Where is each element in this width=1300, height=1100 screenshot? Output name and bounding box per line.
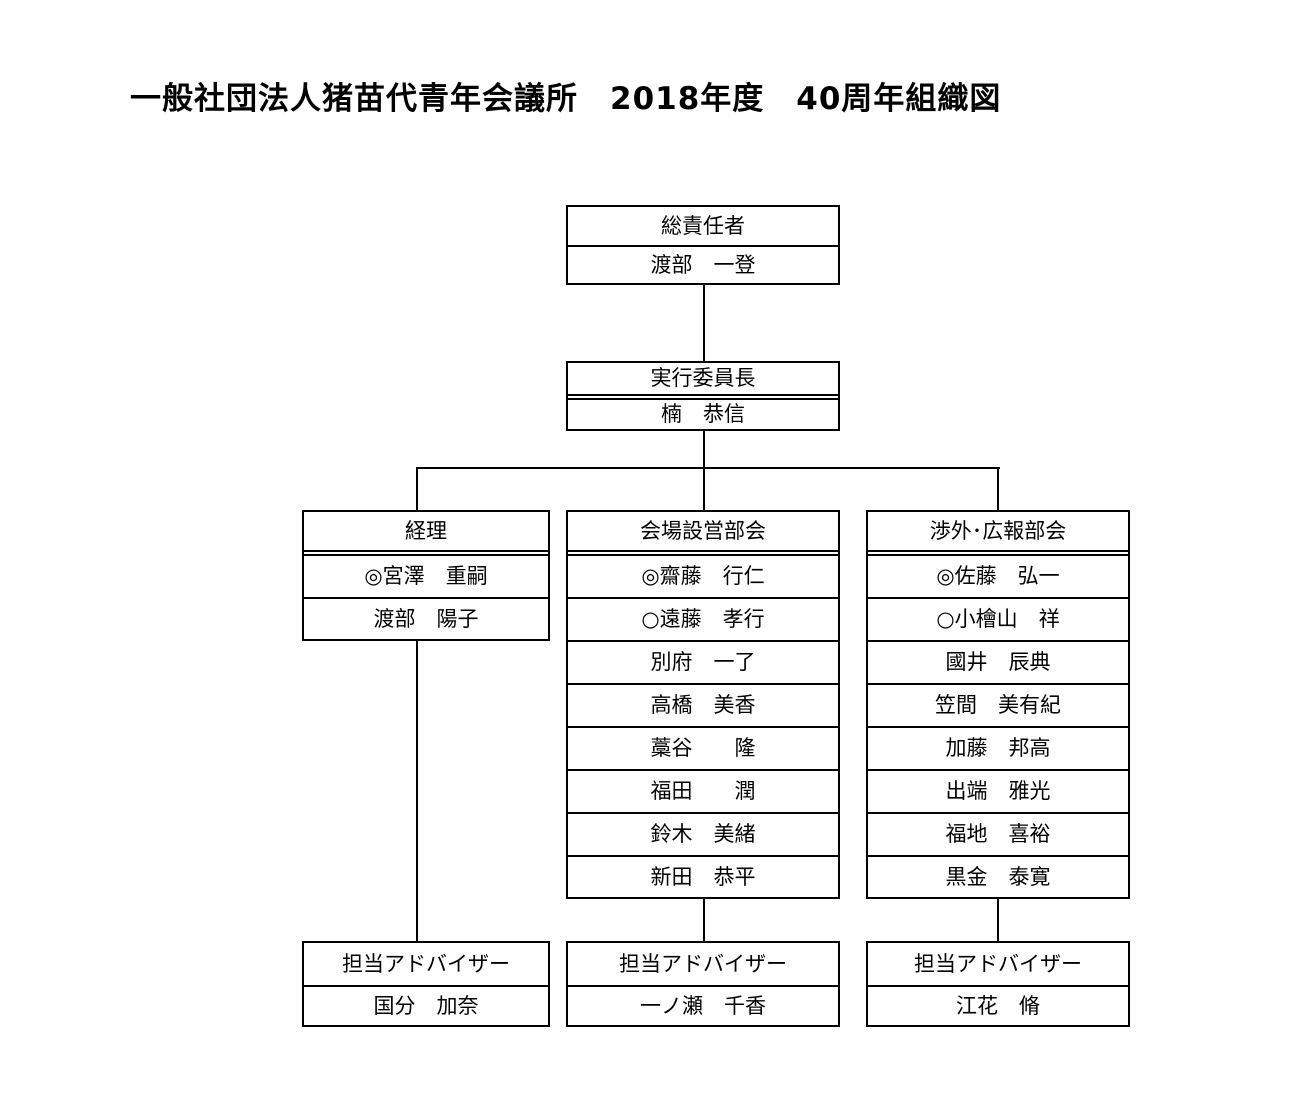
divider <box>568 812 838 814</box>
connector-to-pr <box>997 467 999 511</box>
department-header: 渉外･広報部会 <box>929 518 1067 543</box>
adviser-role: 担当アドバイザー <box>914 951 1082 976</box>
double-divider <box>304 550 548 556</box>
member-cell: ○小檜山 祥 <box>936 607 1060 631</box>
double-divider <box>568 550 838 556</box>
connector-top-to-chair <box>703 284 705 362</box>
divider <box>304 985 548 987</box>
adviser-role: 担当アドバイザー <box>342 951 510 976</box>
member-cell: 福田 潤 <box>650 779 756 803</box>
department-header: 会場設営部会 <box>640 518 766 543</box>
connector-to-accounting <box>416 467 418 511</box>
member-cell: 國井 辰典 <box>945 650 1051 674</box>
member-cell: 新田 恭平 <box>650 864 756 889</box>
member-cell: 福地 喜裕 <box>945 822 1051 846</box>
member-cell: ◎齋藤 行仁 <box>641 564 765 588</box>
adviser-name: 一ノ瀬 千香 <box>640 993 766 1018</box>
general-manager-role: 総責任者 <box>661 213 745 238</box>
divider <box>568 726 838 728</box>
general-manager-name: 渡部 一登 <box>650 252 756 277</box>
divider <box>568 245 838 247</box>
divider <box>568 683 838 685</box>
divider <box>568 597 838 599</box>
divider <box>568 855 838 857</box>
member-cell: 黒金 泰寛 <box>945 864 1051 889</box>
divider <box>868 769 1128 771</box>
double-divider <box>868 550 1128 556</box>
pr-adviser-box: 担当アドバイザー 江花 脩 <box>866 941 1130 1027</box>
connector-chair-down <box>703 430 705 468</box>
connector-horizontal-bus <box>416 467 1000 469</box>
connector-pr-to-adviser <box>997 898 999 942</box>
executive-chair-role: 実行委員長 <box>650 366 756 390</box>
adviser-name: 国分 加奈 <box>373 993 479 1018</box>
divider <box>304 597 548 599</box>
divider <box>868 855 1128 857</box>
divider <box>868 640 1128 642</box>
divider <box>868 985 1128 987</box>
adviser-role: 担当アドバイザー <box>619 951 787 976</box>
venue-adviser-box: 担当アドバイザー 一ノ瀬 千香 <box>566 941 840 1027</box>
accounting-box: 経理 ◎宮澤 重嗣 渡部 陽子 <box>302 510 550 641</box>
member-cell: 藁谷 隆 <box>650 736 756 760</box>
member-cell: ◎佐藤 弘一 <box>936 564 1060 588</box>
member-cell: ◎宮澤 重嗣 <box>364 564 488 588</box>
accounting-adviser-box: 担当アドバイザー 国分 加奈 <box>302 941 550 1027</box>
connector-accounting-to-adviser <box>416 640 418 942</box>
department-header: 経理 <box>405 518 447 543</box>
page-title: 一般社団法人猪苗代青年会議所 2018年度 40周年組織図 <box>130 81 1002 117</box>
adviser-name: 江花 脩 <box>956 993 1040 1018</box>
divider <box>568 640 838 642</box>
executive-chair-box: 実行委員長 楠 恭信 <box>566 361 840 431</box>
member-cell: 出端 雅光 <box>945 779 1051 803</box>
divider <box>568 769 838 771</box>
connector-to-venue <box>703 467 705 511</box>
member-cell: ○遠藤 孝行 <box>641 607 765 631</box>
external-pr-box: 渉外･広報部会 ◎佐藤 弘一 ○小檜山 祥 國井 辰典 笠間 美有紀 加藤 邦高… <box>866 510 1130 899</box>
divider <box>868 726 1128 728</box>
divider <box>568 985 838 987</box>
member-cell: 鈴木 美緒 <box>650 822 756 846</box>
member-cell: 別府 一了 <box>650 650 756 674</box>
divider <box>868 597 1128 599</box>
connector-venue-to-adviser <box>703 898 705 942</box>
member-cell: 渡部 陽子 <box>373 606 479 631</box>
executive-chair-name: 楠 恭信 <box>661 402 745 426</box>
divider <box>868 812 1128 814</box>
double-divider <box>568 394 838 400</box>
member-cell: 笠間 美有紀 <box>935 693 1061 717</box>
venue-setup-box: 会場設営部会 ◎齋藤 行仁 ○遠藤 孝行 別府 一了 高橋 美香 藁谷 隆 福田… <box>566 510 840 899</box>
member-cell: 加藤 邦高 <box>945 736 1051 760</box>
general-manager-box: 総責任者 渡部 一登 <box>566 205 840 285</box>
divider <box>868 683 1128 685</box>
member-cell: 高橋 美香 <box>650 693 756 717</box>
